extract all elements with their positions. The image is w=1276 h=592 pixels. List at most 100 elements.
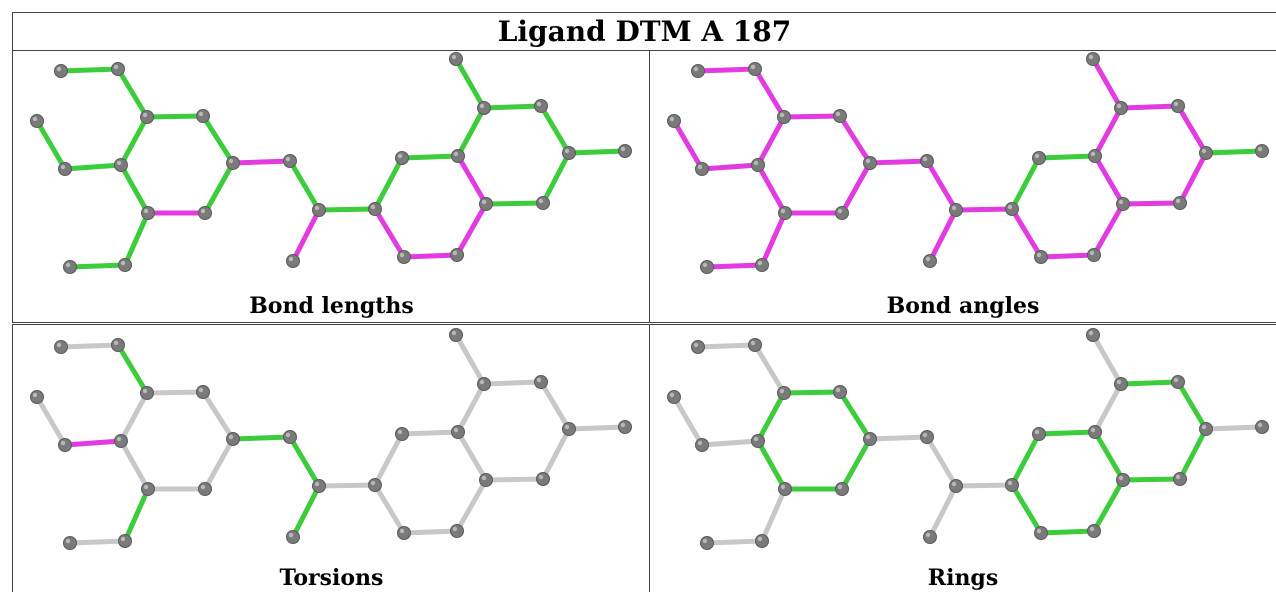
panel-torsions: Torsions — [12, 324, 650, 592]
atom-15 — [368, 478, 382, 492]
bond-2 — [144, 389, 206, 396]
atom-highlight-1 — [750, 340, 756, 346]
atom-4 — [226, 432, 240, 446]
atom-highlight-7 — [753, 436, 759, 442]
atom-7 — [751, 158, 765, 172]
atom-highlight-6 — [143, 484, 149, 490]
atom-12 — [283, 430, 297, 444]
atom-4 — [863, 432, 877, 446]
atom-26 — [449, 328, 463, 342]
atom-highlight-3 — [835, 387, 841, 393]
atom-highlight-20 — [1036, 252, 1042, 258]
atom-highlight-5 — [837, 208, 843, 214]
bond-26 — [1120, 476, 1183, 483]
atom-15 — [1005, 478, 1019, 492]
bond-13 — [924, 158, 959, 213]
atom-1 — [748, 62, 762, 76]
bond-6 — [755, 438, 788, 492]
atom-0 — [54, 64, 68, 78]
atom-20 — [397, 526, 411, 540]
atom-21 — [1114, 101, 1128, 115]
atom-highlight-23 — [1201, 148, 1207, 154]
atom-highlight-15 — [1007, 204, 1013, 210]
atom-highlight-8 — [32, 116, 38, 122]
atom-highlight-22 — [536, 101, 542, 107]
atom-highlight-17 — [453, 151, 459, 157]
bond-23 — [1118, 379, 1181, 387]
atom-11 — [755, 534, 769, 548]
caption-torsions: Torsions — [279, 565, 384, 591]
atom-highlight-19 — [1089, 250, 1095, 256]
atom-11 — [118, 258, 132, 272]
atom-20 — [1034, 250, 1048, 264]
atom-highlight-21 — [1116, 103, 1122, 109]
atom-highlight-4 — [865, 434, 871, 440]
atom-highlight-11 — [757, 536, 763, 542]
atom-highlight-0 — [693, 66, 699, 72]
atom-highlight-24 — [1175, 198, 1181, 204]
atom-highlight-6 — [780, 484, 786, 490]
atom-15 — [368, 202, 382, 216]
grid-divider — [12, 322, 1276, 323]
atom-8 — [30, 114, 44, 128]
bond-25 — [1177, 150, 1209, 206]
atom-highlight-26 — [1088, 330, 1094, 336]
atom-24 — [536, 196, 550, 210]
atom-highlight-17 — [1090, 427, 1096, 433]
atom-0 — [691, 340, 705, 354]
atom-5 — [198, 206, 212, 220]
bond-22 — [455, 381, 487, 435]
bond-17 — [372, 482, 407, 536]
atom-8 — [30, 390, 44, 404]
bond-19 — [454, 477, 489, 534]
atom-highlight-2 — [142, 112, 148, 118]
atom-22 — [534, 375, 548, 389]
bond-1 — [752, 342, 787, 396]
bond-12 — [230, 158, 293, 166]
atom-highlight-14 — [925, 256, 931, 262]
atom-highlight-16 — [397, 153, 403, 159]
atom-highlight-15 — [1007, 480, 1013, 486]
atom-highlight-26 — [451, 54, 457, 60]
panel-rings: Rings — [649, 324, 1276, 592]
atom-2 — [777, 110, 791, 124]
atom-highlight-1 — [750, 64, 756, 70]
atom-highlight-19 — [452, 526, 458, 532]
atom-23 — [562, 422, 576, 436]
bond-15 — [953, 482, 1015, 489]
atom-13 — [949, 203, 963, 217]
atom-17 — [1088, 425, 1102, 439]
atom-5 — [835, 206, 849, 220]
bond-23 — [481, 379, 544, 387]
atom-9 — [695, 162, 709, 176]
atom-highlight-22 — [1173, 101, 1179, 107]
atom-highlight-13 — [314, 481, 320, 487]
atom-highlight-9 — [60, 164, 66, 170]
atom-5 — [835, 482, 849, 496]
bond-14 — [927, 483, 959, 540]
bond-3 — [200, 113, 236, 166]
atom-3 — [196, 109, 210, 123]
atom-highlight-26 — [451, 330, 457, 336]
atom-highlight-0 — [693, 342, 699, 348]
atom-0 — [54, 340, 68, 354]
atom-highlight-10 — [65, 538, 71, 544]
atom-9 — [695, 438, 709, 452]
atom-8 — [667, 390, 681, 404]
bond-1 — [752, 66, 787, 120]
atom-highlight-18 — [1118, 199, 1124, 205]
bond-16 — [372, 155, 405, 212]
bond-3 — [837, 389, 873, 442]
atom-highlight-7 — [116, 160, 122, 166]
atom-highlight-12 — [285, 432, 291, 438]
bond-11 — [67, 538, 128, 546]
atom-24 — [1173, 196, 1187, 210]
atom-highlight-5 — [200, 208, 206, 214]
atom-highlight-16 — [1034, 429, 1040, 435]
atom-15 — [1005, 202, 1019, 216]
bond-16 — [372, 431, 405, 488]
atom-highlight-1 — [113, 64, 119, 70]
atom-26 — [449, 52, 463, 66]
atom-18 — [479, 197, 493, 211]
atom-24 — [1173, 472, 1187, 486]
